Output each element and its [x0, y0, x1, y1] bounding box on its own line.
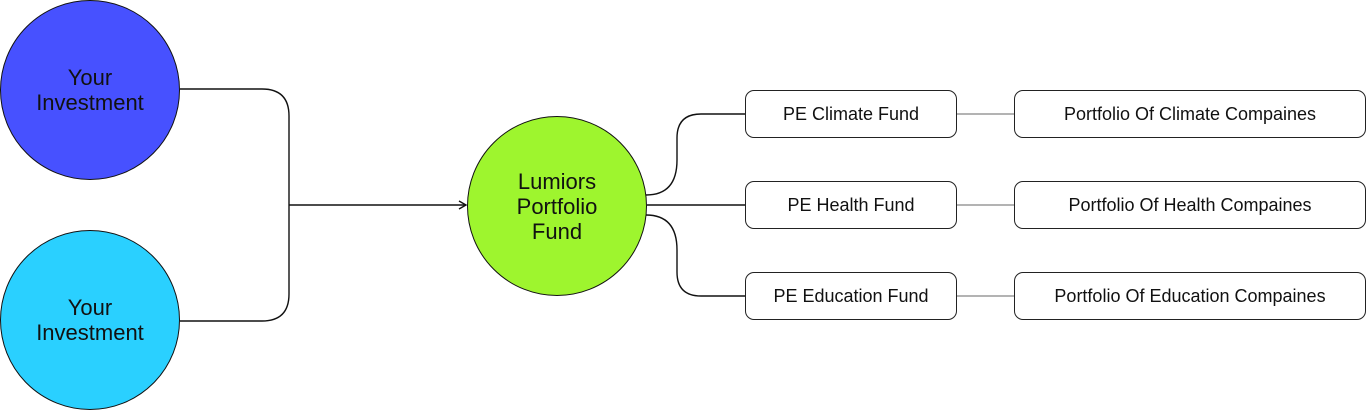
education-fund-label: PE Education Fund — [773, 285, 929, 306]
health-portfolio-box: Portfolio Of Health Compaines — [1014, 181, 1366, 229]
investment-2-connector — [180, 205, 290, 322]
pe-health-fund-box: PE Health Fund — [745, 181, 957, 229]
hub-label: Lumiors Portfolio Fund — [516, 168, 598, 244]
climate-fund-connector — [645, 113, 745, 196]
climate-portfolio-box: Portfolio Of Climate Compaines — [1014, 90, 1366, 138]
lumiors-portfolio-fund-node: Lumiors Portfolio Fund — [467, 116, 647, 296]
education-portfolio-box: Portfolio Of Education Compaines — [1014, 272, 1366, 320]
your-investment-node-2: Your Investment — [0, 230, 180, 410]
climate-portfolio-label: Portfolio Of Climate Compaines — [1063, 103, 1317, 124]
your-investment-node-1: Your Investment — [0, 0, 180, 180]
investment-1-connector — [180, 88, 290, 205]
investment-label-2: Your Investment — [36, 295, 144, 345]
education-portfolio-label: Portfolio Of Education Compaines — [1054, 285, 1326, 306]
health-portfolio-label: Portfolio Of Health Compaines — [1068, 194, 1312, 215]
climate-fund-label: PE Climate Fund — [782, 103, 920, 124]
investment-label-1: Your Investment — [36, 65, 144, 115]
pe-climate-fund-box: PE Climate Fund — [745, 90, 957, 138]
pe-education-fund-box: PE Education Fund — [745, 272, 957, 320]
education-fund-connector — [645, 214, 745, 297]
health-fund-label: PE Health Fund — [787, 194, 915, 215]
